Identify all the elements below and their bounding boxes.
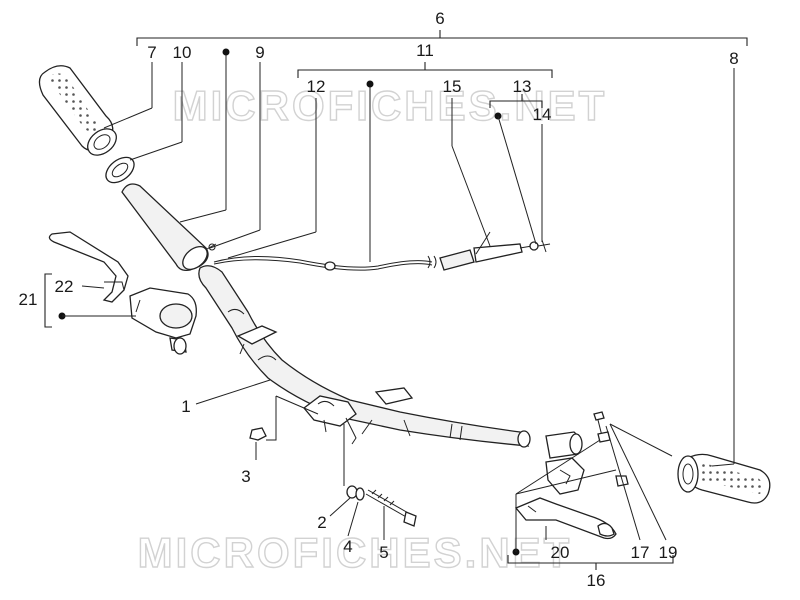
bracket-group-13 — [489, 94, 543, 108]
callout-16: 16 — [587, 571, 606, 590]
handlebar-tube — [198, 265, 531, 448]
rear-brake-lever-assembly — [514, 457, 617, 540]
mirror-nut — [249, 427, 267, 441]
callout-15: 15 — [443, 77, 462, 96]
bracket-group-11 — [297, 62, 553, 78]
throttle-cable — [213, 255, 437, 271]
callout-1: 1 — [181, 397, 190, 416]
callout-19: 19 — [659, 543, 678, 562]
bracket-group-16 — [507, 555, 674, 570]
callout-3: 3 — [241, 467, 250, 486]
center-clamp-block — [303, 395, 357, 445]
callout-14: 14 — [533, 105, 552, 124]
left-grip — [38, 65, 117, 156]
callout-20: 20 — [551, 543, 570, 562]
callout-17: 17 — [631, 543, 650, 562]
bracket-group-6 — [136, 30, 748, 46]
adjuster-screw — [206, 243, 217, 251]
callout-4: 4 — [343, 537, 352, 556]
watermark-bottom: MICROFICHES.NET — [138, 529, 573, 576]
clamp-bolt — [365, 489, 417, 527]
callout-2: 2 — [317, 513, 326, 532]
bar-end-spacer — [545, 431, 583, 459]
callout-9: 9 — [255, 43, 264, 62]
callout-13: 13 — [513, 77, 532, 96]
right-grip — [677, 453, 771, 504]
callout-12: 12 — [307, 77, 326, 96]
washer-ring — [105, 156, 135, 184]
callout-11: 11 — [416, 41, 434, 60]
throttle-tube — [121, 183, 209, 272]
callout-22: 22 — [55, 277, 74, 296]
washer-stack — [346, 485, 365, 501]
callout-8: 8 — [729, 49, 738, 68]
front-brake-lever — [48, 231, 129, 303]
callout-7: 7 — [147, 43, 156, 62]
bracket-group-21 — [44, 273, 52, 328]
callout-21: 21 — [19, 290, 38, 309]
lever-pivot-screw — [593, 411, 611, 443]
brake-master-cylinder — [129, 287, 197, 355]
callout-6: 6 — [435, 9, 444, 28]
callout-5: 5 — [379, 543, 388, 562]
callout-labels: 6 7 10 9 11 8 12 15 13 14 22 21 1 3 2 4 … — [19, 9, 739, 590]
cable-adjuster — [439, 231, 551, 271]
leader-lines — [58, 48, 735, 556]
watermark-top: MICROFICHES.NET — [173, 82, 608, 129]
callout-10: 10 — [173, 43, 192, 62]
